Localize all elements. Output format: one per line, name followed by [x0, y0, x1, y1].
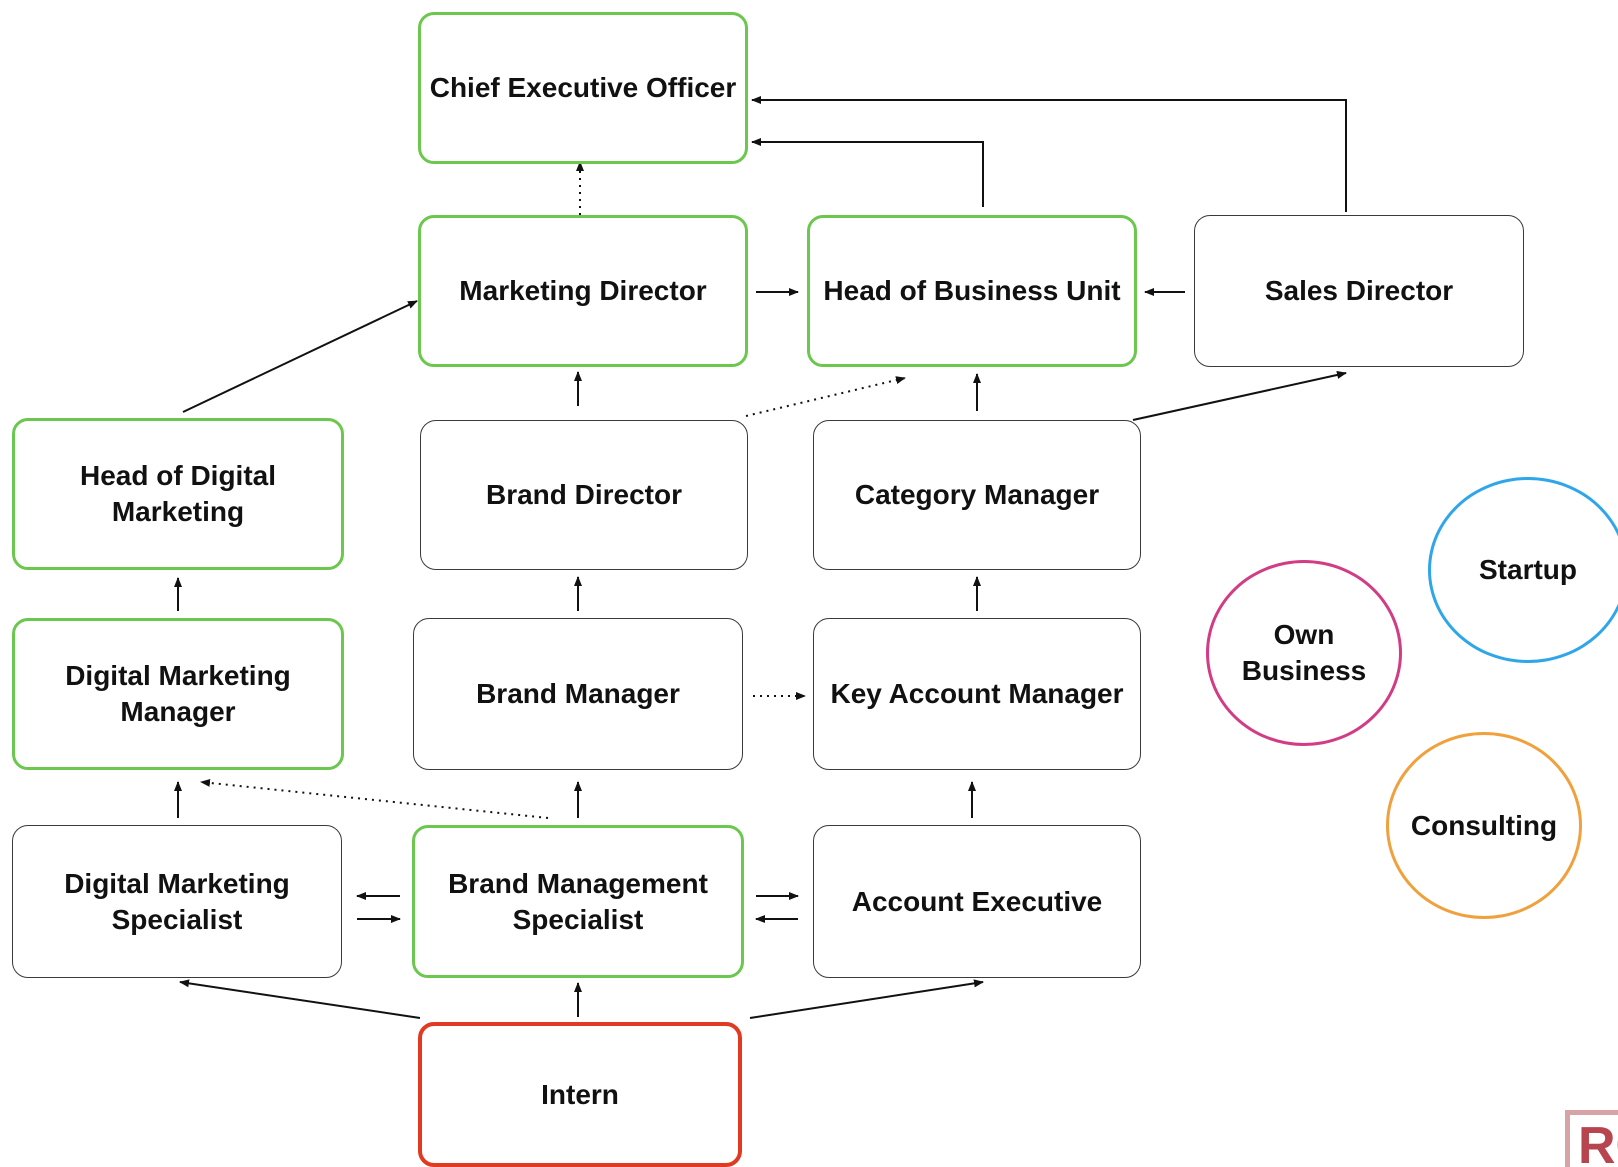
connector-intern-to-digital-marketing-specialist — [179, 979, 421, 1019]
node-marketing-director: Marketing Director — [418, 215, 748, 367]
node-category-manager: Category Manager — [813, 420, 1141, 570]
brand-logo: RC — [1565, 1110, 1618, 1167]
node-label: Consulting — [1410, 809, 1558, 841]
node-label: Digital Marketing Manager — [65, 660, 291, 727]
node-label: Sales Director — [1264, 275, 1454, 306]
connector-head-business-unit-to-ceo — [751, 138, 984, 207]
node-label: Chief Executive Officer — [429, 72, 737, 103]
node-label: Brand Management Specialist — [448, 867, 708, 935]
node-digital-marketing-manager: Digital Marketing Manager — [12, 618, 344, 770]
circle-consulting: Consulting — [1386, 732, 1582, 919]
node-label: Intern — [541, 1078, 619, 1110]
connector-brand-director-to-head-business-unit — [745, 376, 906, 417]
node-label: Head of Business Unit — [823, 275, 1121, 306]
node-label: Digital Marketing Specialist — [64, 867, 290, 935]
node-brand-manager: Brand Manager — [413, 618, 743, 770]
node-sales-director: Sales Director — [1194, 215, 1524, 367]
node-digital-marketing-specialist: Digital Marketing Specialist — [12, 825, 342, 978]
node-head-of-business-unit: Head of Business Unit — [807, 215, 1137, 367]
connector-category-manager-to-sales-director — [1132, 371, 1347, 421]
node-chief-executive-officer: Chief Executive Officer — [418, 12, 748, 164]
node-label: Account Executive — [851, 885, 1103, 917]
node-label: Category Manager — [854, 479, 1100, 510]
connector-head-digital-marketing-to-marketing-director — [182, 300, 418, 413]
node-account-executive: Account Executive — [813, 825, 1141, 978]
node-intern: Intern — [418, 1022, 742, 1167]
connector-sales-director-to-ceo — [751, 96, 1347, 212]
node-label: Own Business — [1241, 619, 1367, 686]
connector-intern-to-account-executive — [749, 979, 984, 1019]
node-brand-director: Brand Director — [420, 420, 748, 570]
node-key-account-manager: Key Account Manager — [813, 618, 1141, 770]
node-label: Brand Director — [485, 479, 683, 510]
node-label: Brand Manager — [476, 678, 680, 709]
node-label: Head of Digital Marketing — [79, 460, 276, 527]
circle-own-business: Own Business — [1206, 560, 1402, 746]
node-head-of-digital-marketing: Head of Digital Marketing — [12, 418, 344, 570]
node-label: Key Account Manager — [830, 678, 1124, 709]
node-label: Marketing Director — [459, 275, 707, 306]
node-brand-management-specialist: Brand Management Specialist — [412, 825, 744, 978]
connector-brand-management-specialist-to-digital-marketing-manager — [200, 778, 549, 819]
node-label: Startup — [1479, 554, 1577, 585]
circle-startup: Startup — [1428, 477, 1618, 663]
